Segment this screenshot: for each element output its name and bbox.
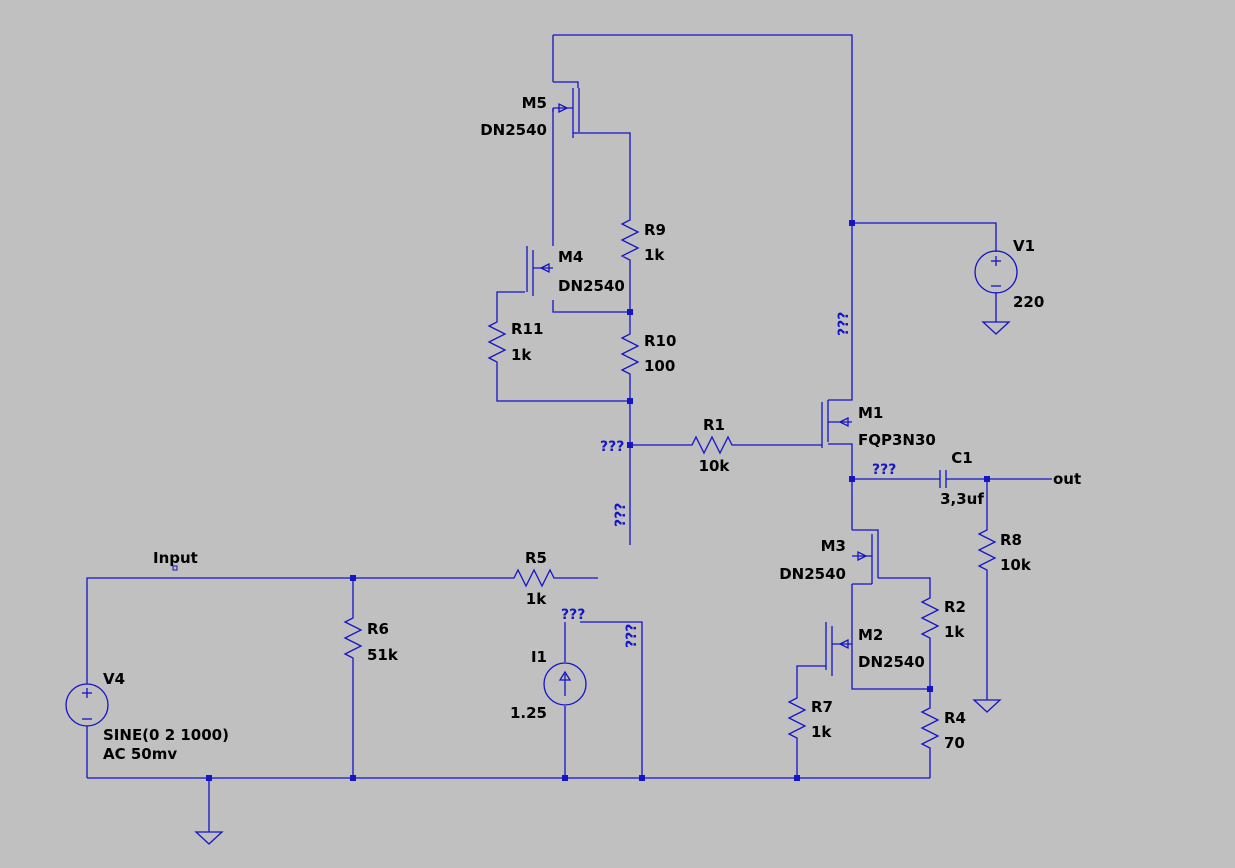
mosfet-m4[interactable] bbox=[526, 246, 553, 296]
r5-value: 1k bbox=[526, 590, 547, 608]
r4-ref: R4 bbox=[944, 709, 966, 727]
m4-value: DN2540 bbox=[558, 277, 625, 295]
resistor-r9[interactable] bbox=[620, 215, 640, 262]
net-unknown-6: ??? bbox=[624, 624, 640, 648]
mosfet-m1[interactable] bbox=[821, 392, 853, 455]
resistor-r10[interactable] bbox=[620, 330, 640, 376]
r11-ref: R11 bbox=[511, 320, 543, 338]
resistor-r4[interactable] bbox=[920, 705, 940, 755]
net-unknown-4: ??? bbox=[836, 312, 852, 336]
m1-value: FQP3N30 bbox=[858, 431, 936, 449]
v1-value: 220 bbox=[1013, 293, 1044, 311]
r11-value: 1k bbox=[511, 346, 532, 364]
ground-main bbox=[194, 831, 224, 845]
r2-value: 1k bbox=[944, 623, 965, 641]
r1-ref: R1 bbox=[703, 416, 725, 434]
net-label-out: out bbox=[1053, 470, 1081, 488]
resistor-r5[interactable] bbox=[508, 568, 562, 588]
m3-value: DN2540 bbox=[779, 565, 846, 583]
i1-value: 1.25 bbox=[510, 704, 547, 722]
r7-value: 1k bbox=[811, 723, 832, 741]
r8-ref: R8 bbox=[1000, 531, 1022, 549]
i1-ref: I1 bbox=[531, 648, 547, 666]
junctions bbox=[206, 220, 990, 781]
r5-ref: R5 bbox=[525, 549, 547, 567]
r4-value: 70 bbox=[944, 734, 965, 752]
capacitor-c1[interactable] bbox=[939, 470, 965, 488]
ground-v1 bbox=[981, 321, 1011, 335]
ground-r8 bbox=[972, 699, 1002, 713]
r8-value: 10k bbox=[1000, 556, 1032, 574]
m5-value: DN2540 bbox=[480, 121, 547, 139]
c1-ref: C1 bbox=[951, 449, 972, 467]
net-label-input: Input bbox=[153, 549, 198, 567]
m3-ref: M3 bbox=[821, 537, 846, 555]
m2-value: DN2540 bbox=[858, 653, 925, 671]
input-net-marker bbox=[172, 565, 178, 571]
v4-value2: AC 50mv bbox=[103, 745, 177, 763]
mosfet-m2[interactable] bbox=[825, 622, 853, 678]
r9-value: 1k bbox=[644, 246, 665, 264]
wires bbox=[86, 34, 1052, 832]
v4-ref: V4 bbox=[103, 670, 125, 688]
m2-ref: M2 bbox=[858, 626, 883, 644]
voltage-source-v1[interactable] bbox=[974, 250, 1018, 294]
r7-ref: R7 bbox=[811, 698, 833, 716]
net-unknown-3: ??? bbox=[561, 607, 585, 623]
r6-ref: R6 bbox=[367, 620, 389, 638]
net-unknown-2: ??? bbox=[872, 462, 896, 478]
resistor-r11[interactable] bbox=[487, 318, 507, 368]
r1-value: 10k bbox=[699, 457, 731, 475]
resistor-r2[interactable] bbox=[920, 592, 940, 645]
net-unknown-5: ??? bbox=[613, 503, 629, 527]
net-unknown-1: ??? bbox=[600, 439, 624, 455]
r9-ref: R9 bbox=[644, 221, 666, 239]
resistor-r1[interactable] bbox=[687, 435, 735, 455]
r10-value: 100 bbox=[644, 357, 675, 375]
m1-ref: M1 bbox=[858, 404, 883, 422]
voltage-source-v4[interactable] bbox=[65, 683, 109, 727]
current-source-i1[interactable] bbox=[543, 662, 587, 706]
r10-ref: R10 bbox=[644, 332, 676, 350]
resistor-r8[interactable] bbox=[977, 522, 997, 578]
c1-value: 3,3uf bbox=[940, 490, 984, 508]
resistor-r7[interactable] bbox=[787, 692, 807, 745]
v4-value: SINE(0 2 1000) bbox=[103, 726, 229, 744]
mosfet-m5[interactable] bbox=[553, 81, 580, 138]
resistor-r6[interactable] bbox=[343, 612, 363, 668]
r2-ref: R2 bbox=[944, 598, 966, 616]
v1-ref: V1 bbox=[1013, 237, 1035, 255]
r6-value: 51k bbox=[367, 646, 399, 664]
m4-ref: M4 bbox=[558, 248, 583, 266]
mosfet-m3[interactable] bbox=[852, 529, 879, 585]
m5-ref: M5 bbox=[522, 94, 547, 112]
